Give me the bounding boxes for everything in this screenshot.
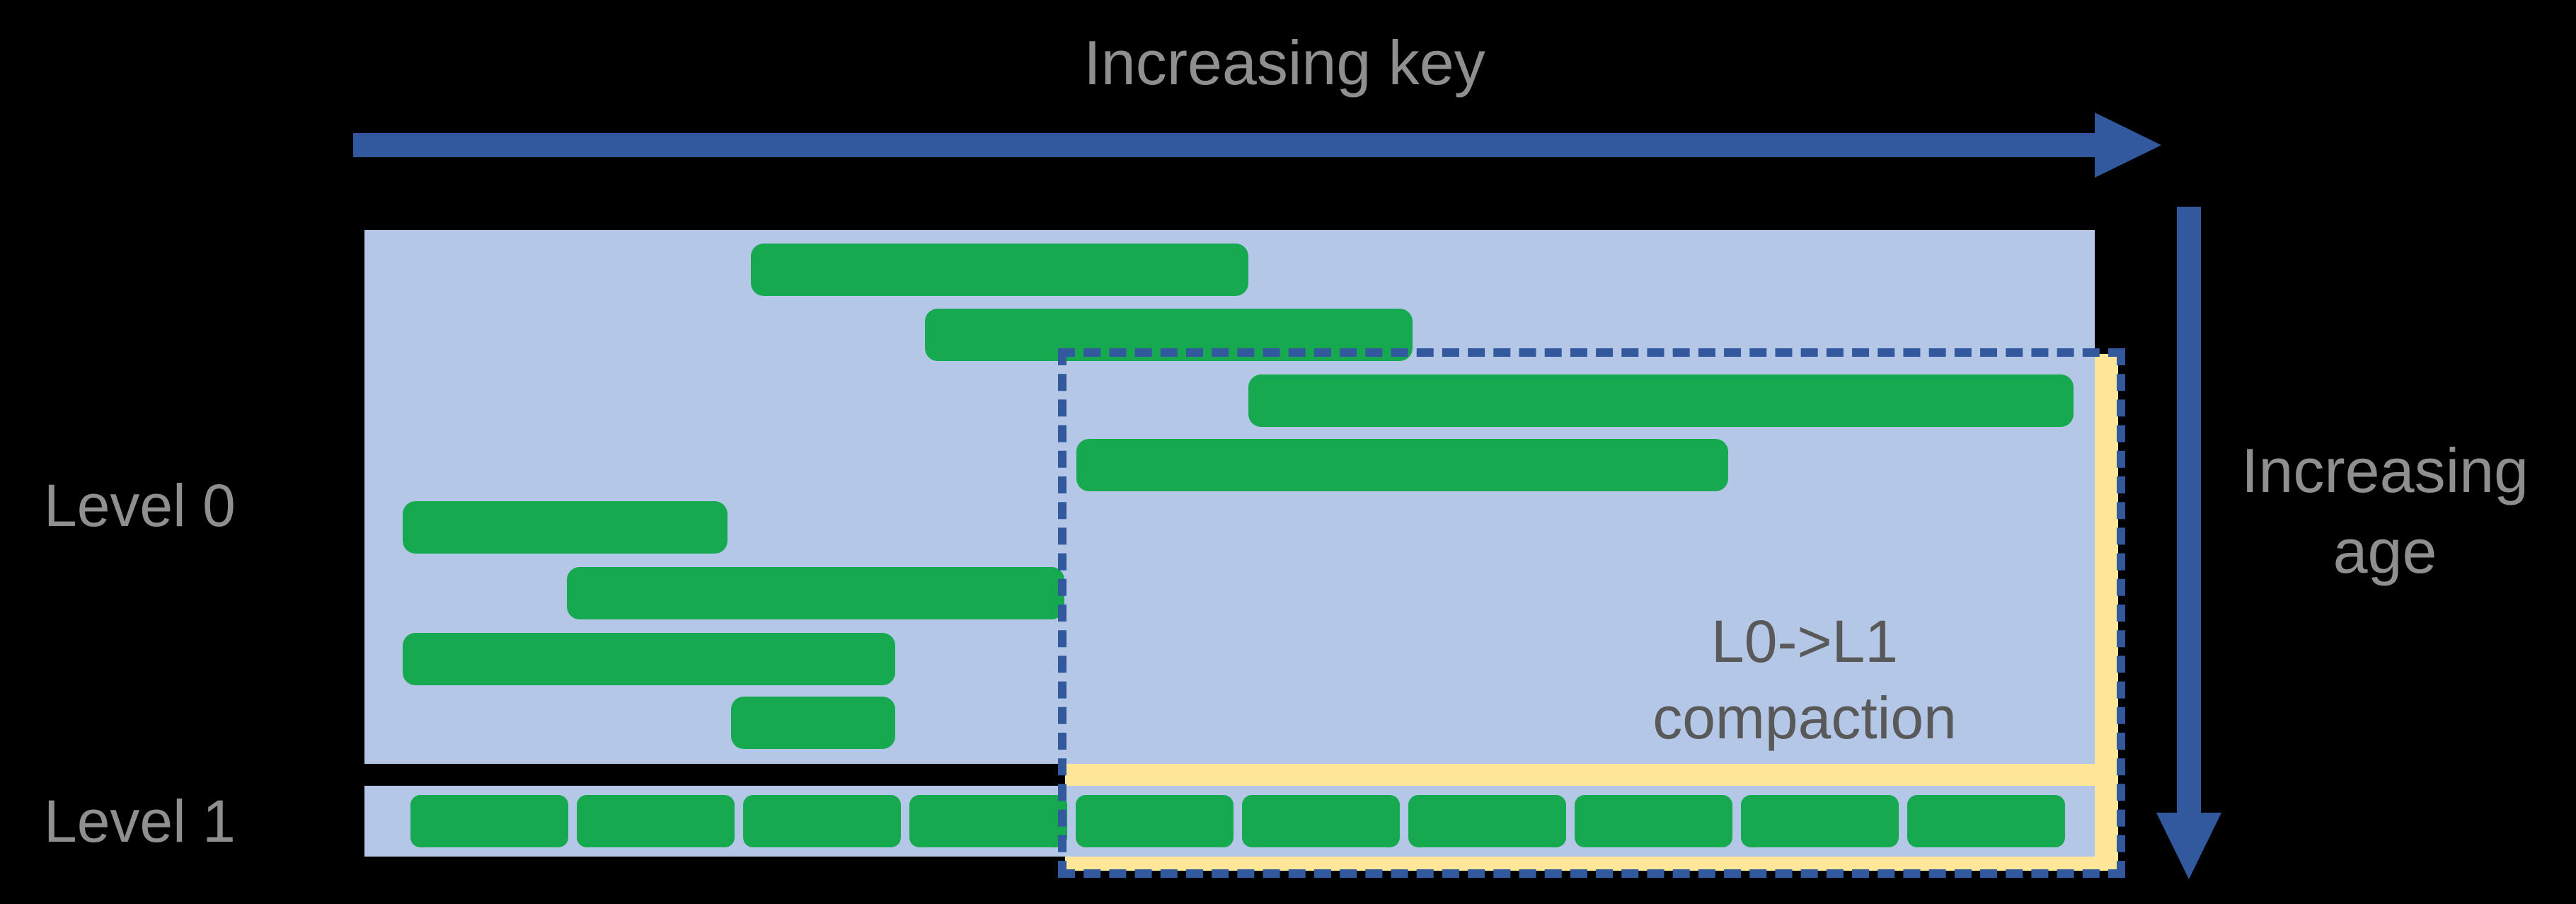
level1-sstable-bar xyxy=(1575,795,1732,847)
level1-sstable-bar xyxy=(1907,795,2065,847)
level0-sstable-bar xyxy=(1248,374,2074,427)
level1-sstable-bar xyxy=(1076,795,1234,847)
increasing-age-arrow-head-icon xyxy=(2156,813,2221,879)
level0-sstable-bar xyxy=(403,633,895,685)
level1-sstable-bar xyxy=(1242,795,1400,847)
level1-sstable-bar xyxy=(909,795,1067,847)
compaction-label-line2: compaction xyxy=(1652,685,1957,751)
level1-sstable-bar xyxy=(1408,795,1566,847)
increasing-age-label: Increasing age xyxy=(2208,430,2562,592)
level1-sstable-bar xyxy=(577,795,735,847)
level1-box xyxy=(364,786,2095,857)
compaction-label: L0->L1 compaction xyxy=(1536,603,2074,756)
compaction-dashed-border xyxy=(1058,348,2125,878)
level0-sstable-bar xyxy=(731,697,895,749)
level0-sstable-bar xyxy=(751,244,1248,296)
increasing-key-arrow-shaft xyxy=(353,133,2098,157)
increasing-key-label: Increasing key xyxy=(1083,28,1485,98)
level0-label: Level 0 xyxy=(44,472,236,539)
level0-sstable-bar xyxy=(567,567,1064,619)
level0-sstable-bar xyxy=(403,501,728,554)
level1-label: Level 1 xyxy=(44,788,236,854)
level0-box xyxy=(364,230,2095,764)
level1-sstable-bar xyxy=(743,795,901,847)
increasing-age-line1: Increasing xyxy=(2241,435,2529,505)
increasing-key-arrow-head-icon xyxy=(2095,113,2161,178)
level0-sstable-bar xyxy=(1076,439,1728,491)
increasing-age-arrow-shaft xyxy=(2177,207,2201,813)
level1-sstable-bar xyxy=(1741,795,1899,847)
increasing-age-line2: age xyxy=(2333,516,2437,586)
compaction-label-line1: L0->L1 xyxy=(1711,608,1898,675)
level1-sstable-bar xyxy=(410,795,568,847)
